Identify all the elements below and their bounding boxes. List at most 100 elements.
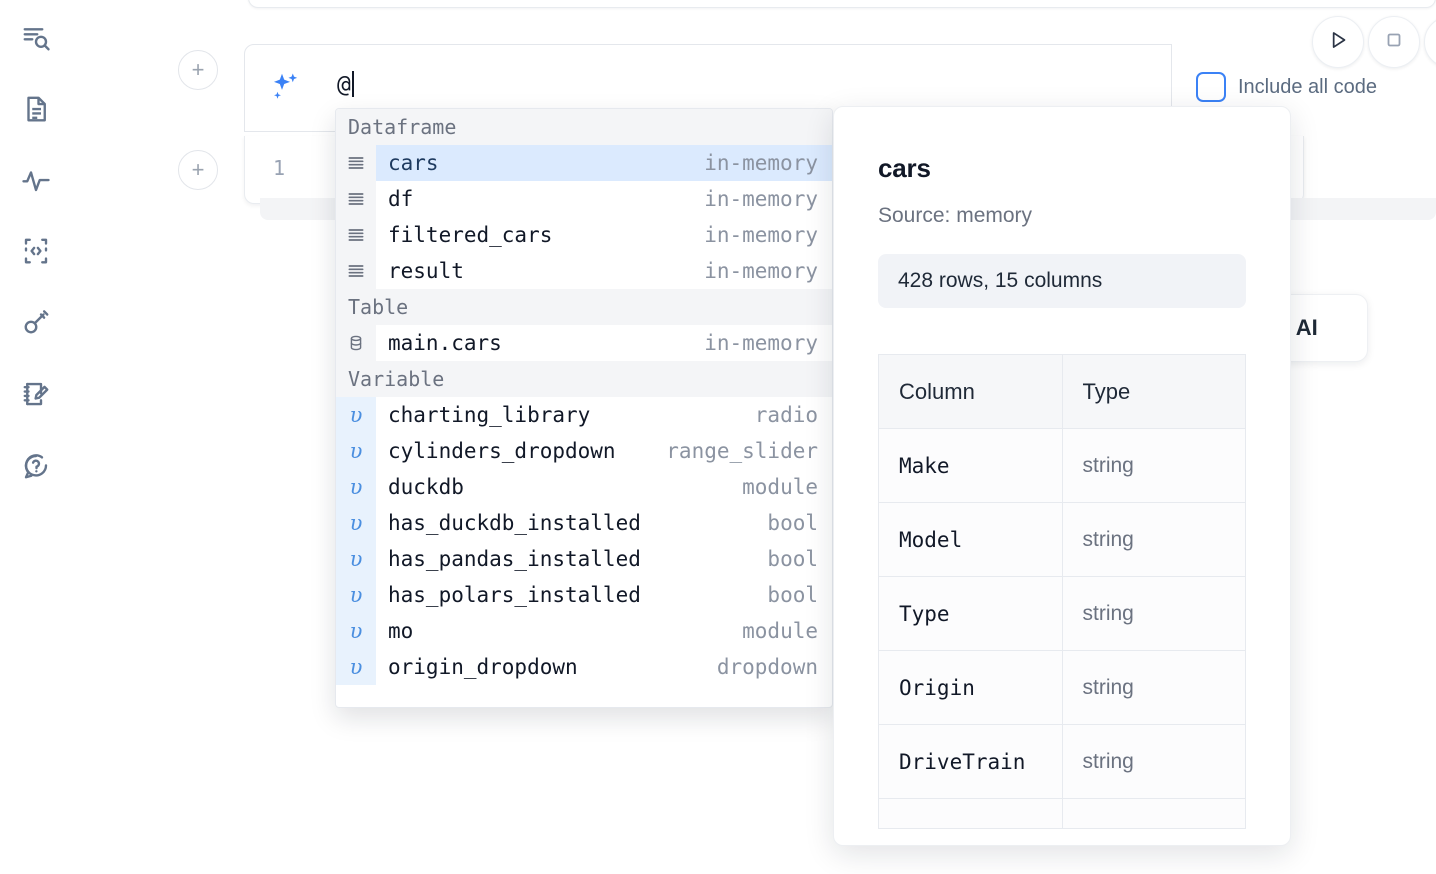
column-name-cell: Model	[878, 502, 1063, 577]
ai-prompt-input[interactable]: @	[337, 71, 354, 98]
dataframe-icon	[336, 145, 376, 181]
mention-item-type: in-memory	[704, 223, 818, 247]
chat-help-icon	[21, 451, 51, 481]
mention-item-name: has_duckdb_installed	[388, 511, 641, 535]
column-type-cell: string	[1061, 428, 1246, 503]
mention-item-name: main.cars	[388, 331, 502, 355]
mention-item-body: df in-memory	[376, 181, 832, 217]
column-header-column: Column	[878, 354, 1063, 429]
stop-cell-button[interactable]	[1368, 16, 1420, 68]
mention-item-name: filtered_cars	[388, 223, 553, 247]
mention-item-type: in-memory	[704, 187, 818, 211]
table-row-clipped	[878, 798, 1246, 829]
mention-item[interactable]: υ cylinders_dropdown range_slider	[336, 433, 832, 469]
mention-item-type: range_slider	[666, 439, 818, 463]
line-number: 1	[273, 156, 286, 180]
ai-prompt-value: @	[337, 72, 351, 98]
sidebar-item-activity[interactable]	[14, 158, 58, 202]
dataframe-icon	[336, 253, 376, 289]
mention-item-type: bool	[767, 547, 818, 571]
column-name-cell: Origin	[878, 650, 1063, 725]
add-cell-button-bottom[interactable]: +	[178, 150, 218, 190]
play-icon	[1325, 27, 1351, 58]
file-text-icon	[21, 94, 51, 124]
mention-item-type: in-memory	[704, 259, 818, 283]
mention-item[interactable]: result in-memory	[336, 253, 832, 289]
column-type-cell: string	[1061, 724, 1246, 799]
column-type-cell: string	[1061, 650, 1246, 725]
mention-item-type: in-memory	[704, 331, 818, 355]
mention-item-body: main.cars in-memory	[376, 325, 832, 361]
variable-icon: υ	[336, 613, 376, 649]
mention-item-name: mo	[388, 619, 414, 643]
mention-item-type: bool	[767, 511, 818, 535]
sidebar-item-files[interactable]	[14, 87, 58, 131]
mention-item-name: charting_library	[388, 403, 591, 427]
mention-item-type: module	[742, 475, 818, 499]
column-name-cell: DriveTrain	[878, 724, 1063, 799]
column-name-cell: Make	[878, 428, 1063, 503]
variable-icon: υ	[336, 469, 376, 505]
mention-item-name: df	[388, 187, 414, 211]
sidebar-item-help[interactable]	[14, 444, 58, 488]
mention-item[interactable]: main.cars in-memory	[336, 325, 832, 361]
mention-item-body: has_duckdb_installed bool	[376, 505, 832, 541]
run-cell-button[interactable]	[1312, 16, 1364, 68]
sidebar-item-scratchpad[interactable]	[14, 372, 58, 416]
stop-icon	[1382, 28, 1406, 57]
dataframe-icon	[336, 217, 376, 253]
variable-icon: υ	[336, 577, 376, 613]
column-type-cell: string	[1061, 576, 1246, 651]
variable-icon: υ	[336, 433, 376, 469]
column-header-type: Type	[1061, 354, 1246, 429]
preview-source: Source: memory	[878, 204, 1033, 227]
mention-item-body: result in-memory	[376, 253, 832, 289]
mention-item-name: result	[388, 259, 464, 283]
variable-icon: υ	[336, 505, 376, 541]
sidebar-item-secrets[interactable]	[14, 300, 58, 344]
mention-item-body: charting_library radio	[376, 397, 832, 433]
sidebar-rail	[0, 0, 72, 874]
dataframe-icon	[336, 181, 376, 217]
text-caret	[351, 71, 354, 97]
top-card-edge	[248, 0, 1436, 8]
mention-group-label: Table	[336, 289, 832, 325]
sidebar-item-snippets[interactable]	[14, 229, 58, 273]
mention-item[interactable]: filtered_cars in-memory	[336, 217, 832, 253]
mention-item[interactable]: υ has_duckdb_installed bool	[336, 505, 832, 541]
more-actions-button[interactable]	[1424, 16, 1436, 68]
mention-item-name: origin_dropdown	[388, 655, 578, 679]
mention-item-type: bool	[767, 583, 818, 607]
scratchpad-icon	[21, 379, 51, 409]
sidebar-item-explore[interactable]	[14, 16, 58, 60]
include-all-code-checkbox[interactable]	[1196, 72, 1226, 102]
variable-icon: υ	[336, 649, 376, 685]
key-icon	[21, 307, 51, 337]
mention-item[interactable]: df in-memory	[336, 181, 832, 217]
include-all-code-row[interactable]: Include all code	[1196, 72, 1377, 102]
mention-item-body: filtered_cars in-memory	[376, 217, 832, 253]
add-cell-button-top[interactable]: +	[178, 50, 218, 90]
mention-item-name: cylinders_dropdown	[388, 439, 616, 463]
column-name-cell	[878, 798, 1063, 829]
variable-icon: υ	[336, 541, 376, 577]
mention-item-type: radio	[754, 403, 818, 427]
mention-item-body: cylinders_dropdown range_slider	[376, 433, 832, 469]
